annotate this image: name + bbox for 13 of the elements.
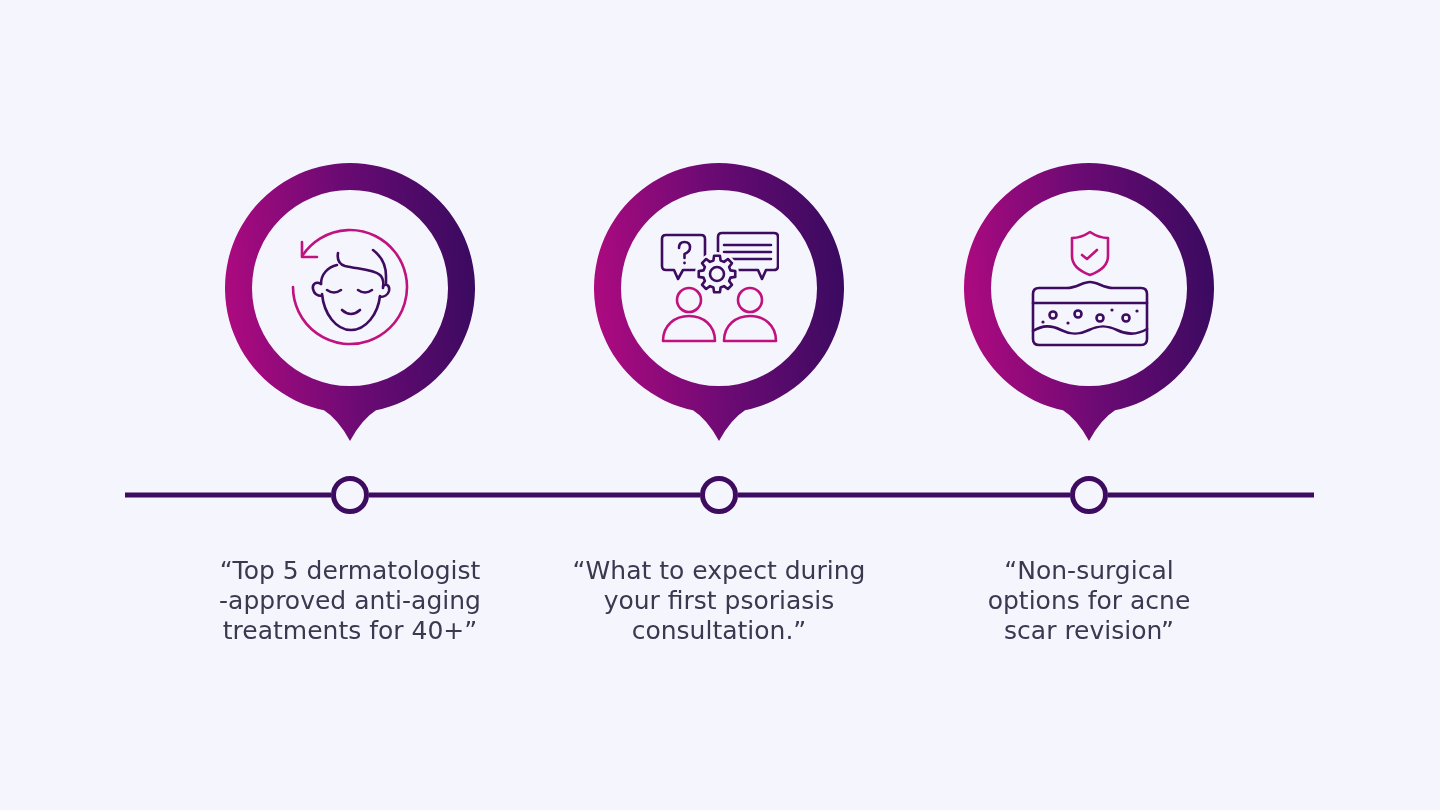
map-pin bbox=[594, 163, 844, 441]
caption-text: “Top 5 dermatologist -approved anti-aging treatments for 40+” bbox=[218, 556, 482, 646]
timeline-line bbox=[1108, 492, 1314, 498]
timeline-marker bbox=[700, 476, 738, 514]
timeline-marker bbox=[331, 476, 369, 514]
map-pin bbox=[225, 163, 475, 441]
timeline-marker bbox=[1070, 476, 1108, 514]
timeline-line bbox=[369, 492, 700, 498]
caption-text: “Non-surgical options for acne scar revision” bbox=[986, 556, 1192, 646]
timeline-line bbox=[738, 492, 1070, 498]
map-pin bbox=[964, 163, 1214, 441]
timeline-line bbox=[125, 492, 331, 498]
caption-text: “What to expect during your first psoriasis consultation.” bbox=[571, 556, 867, 646]
